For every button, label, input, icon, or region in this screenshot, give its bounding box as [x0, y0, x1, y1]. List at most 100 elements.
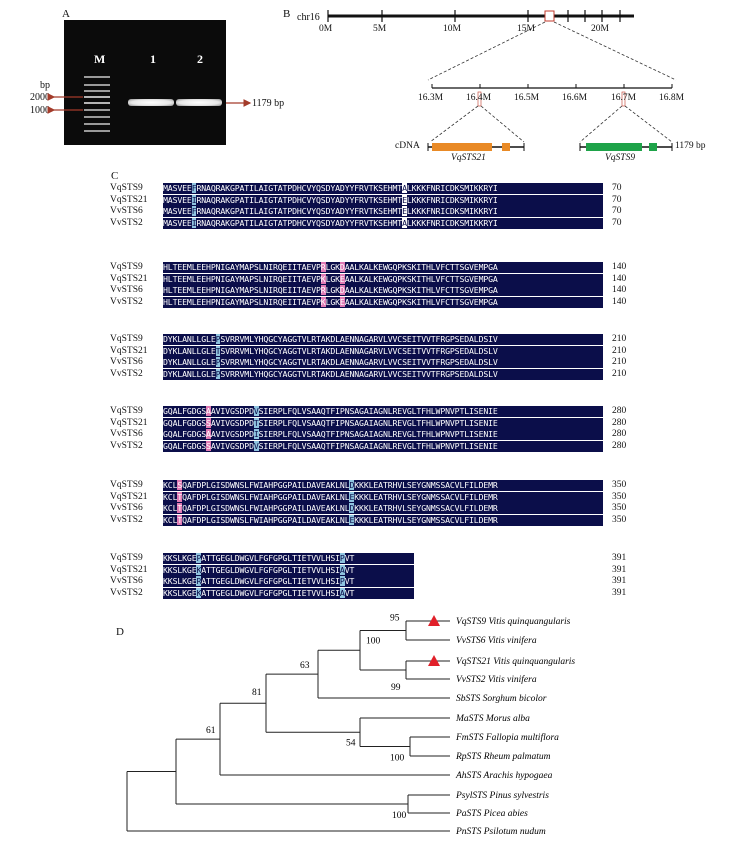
- bootstrap-label: 54: [346, 738, 356, 748]
- alignment-end-position: 391: [612, 564, 627, 575]
- zoom-tick-16-3: 16.3M: [418, 93, 444, 103]
- alignment-end-position: 140: [612, 285, 627, 295]
- ladder-band: [84, 90, 110, 92]
- alignment-seq-row: HLTEEMLEEHPNIGAYMAPSLNIRQEIITAEVPRLGKDAA…: [163, 285, 603, 296]
- chromosome-map: [327, 10, 677, 151]
- alignment-seq-name: VqSTS9: [110, 406, 143, 416]
- cdna-label: cDNA: [395, 141, 420, 151]
- alignment-end-position: 70: [612, 206, 622, 216]
- alignment-seq-name: VqSTS21: [110, 417, 148, 428]
- alignment-seq-name: VvSTS6: [110, 503, 143, 513]
- exon-2-vqsts9: [649, 143, 657, 151]
- ladder-band: [84, 116, 110, 118]
- zoom-region-box: [544, 10, 555, 22]
- alignment-seq-row: MASVEEIRNAQRAKGPATILAIGTATPDHCVYQSDYADYY…: [163, 217, 603, 229]
- alignment-seq-row: DYKLANLLGLEPSVRRVMLYHQGCYAGGTVLRTAKDLAEN…: [163, 368, 603, 380]
- bootstrap-label: 100: [390, 754, 405, 764]
- alignment-end-position: 280: [612, 440, 627, 451]
- alignment-end-position: 70: [612, 194, 622, 205]
- alignment-seq-name: VvSTS6: [110, 285, 143, 295]
- alignment-seq-name: VqSTS21: [110, 345, 148, 356]
- alignment-seq-row: MASVEEFRNAQRAKGPATILAIGTATPDHCVYQSDYADYY…: [163, 183, 603, 194]
- ladder-band: [84, 76, 110, 78]
- tree-leaf-label: AhSTS Arachis hypogaea: [455, 771, 553, 781]
- gel-arrows: [47, 93, 252, 114]
- ladder-band: [84, 96, 110, 98]
- zoom-tick-16-8: 16.8M: [659, 93, 685, 103]
- bootstrap-label: 81: [252, 688, 262, 698]
- alignment-seq-name: VqSTS9: [110, 262, 143, 272]
- tree-leaf-label: PaSTS Picea abies: [455, 809, 528, 819]
- exon-2-vqsts21: [502, 143, 510, 151]
- lane-label-1: 1: [150, 52, 156, 66]
- alignment-seq-name: VqSTS9: [110, 183, 143, 193]
- alignment-seq-name: VqSTS21: [110, 491, 148, 502]
- ladder-band: [84, 84, 110, 86]
- alignment-end-position: 280: [612, 406, 627, 416]
- alignment-end-position: 140: [612, 262, 627, 272]
- panel-label-c: C: [111, 170, 119, 182]
- zoom-tick-16-6: 16.6M: [562, 93, 588, 103]
- alignment-seq-row: GQALFGDGSSAVIVGSDPDTSIERPLFQLVSAAQTFIPNS…: [163, 417, 603, 429]
- panel-label-d: D: [116, 626, 124, 638]
- tree-leaf-label: FmSTS Fallopia multiflora: [455, 732, 559, 743]
- tree-leaf-label: VqSTS9 Vitis quinquangularis: [456, 617, 571, 627]
- alignment-end-position: 350: [612, 514, 627, 525]
- gene-product-size: 1179 bp: [675, 141, 706, 151]
- gene-label-vqsts21: VqSTS21: [451, 153, 486, 163]
- alignment-seq-row: KKSLKGEKATTGEGLDWGVLFGFGPGLTIETVVLHSIAVT: [163, 587, 415, 599]
- alignment-end-position: 280: [612, 429, 627, 439]
- tree-leaf-label: SbSTS Sorghum bicolor: [456, 694, 547, 704]
- agarose-gel-image: M 1 2: [64, 20, 226, 145]
- alignment-seq-row: KCLTQAFDPLGISDWNSLFWIAHPGGPAILDAVEAKLNLE…: [163, 491, 603, 503]
- ladder-band: [84, 123, 110, 125]
- alignment-end-position: 140: [612, 296, 627, 307]
- alignment-end-position: 70: [612, 217, 622, 228]
- chr-tick-10: 10M: [443, 24, 461, 34]
- alignment-end-position: 350: [612, 480, 627, 490]
- alignment-seq-row: DYKLANLLGLEPSVRRVMLYHQGCYAGGTVLRTAKDLAEN…: [163, 357, 603, 368]
- ladder-band: [84, 130, 110, 132]
- lane-label-2: 2: [197, 52, 203, 66]
- alignment-seq-name: VvSTS6: [110, 357, 143, 367]
- tree-leaf-label: VqSTS21 Vitis quinquangularis: [456, 657, 575, 667]
- alignment-seq-row: HLTEEMLEEHPNIGAYMAPSLNIRQEIITAEVPRLGKDAA…: [163, 262, 603, 273]
- chr-tick-20: 20M: [591, 24, 609, 34]
- chr-tick-0: 0M: [319, 24, 333, 34]
- alignment-seq-row: KKSLKGEPATTGEGLDWGVLFGFGPGLTIETVVLHSIPVT: [163, 553, 415, 564]
- alignment-seq-row: KCLTQAFDPLGISDWNSLFWIAHPGGPAILDAVEAKLNLE…: [163, 514, 603, 526]
- alignment-seq-name: VqSTS9: [110, 553, 143, 563]
- alignment-seq-name: VqSTS9: [110, 480, 143, 490]
- alignment-seq-row: HLTEEMLEEHPNIGAYMAPSLNIRQEIITAEVPKLGKEAA…: [163, 296, 603, 308]
- panel-label-a: A: [62, 8, 70, 20]
- alignment-seq-row: DYKLANLLGLEPSVRRVMLYHQGCYAGGTVLRTAKDLAEN…: [163, 334, 603, 345]
- alignment-seq-row: KKSLKGEKATTGEGLDWGVLFGFGPGLTIETVVLHSIAVT: [163, 564, 415, 576]
- alignment-seq-name: VvSTS2: [110, 514, 143, 525]
- alignment-end-position: 280: [612, 417, 627, 428]
- bootstrap-label: 100: [366, 636, 381, 646]
- chr-tick-5: 5M: [373, 24, 387, 34]
- alignment-end-position: 391: [612, 576, 627, 586]
- lane-label-marker: M: [94, 52, 106, 66]
- bootstrap-label: 61: [206, 726, 216, 736]
- bp-unit-label: bp: [40, 80, 50, 91]
- alignment-end-position: 210: [612, 357, 627, 367]
- alignment-seq-row: KCLTQAFDPLGISDWNSLFWIAHPGGPAILDAVEAKLNLD…: [163, 503, 603, 514]
- tree-leaf-label: PnSTS Psilotum nudum: [455, 827, 546, 837]
- zoom-tick-16-4: 16.4M: [466, 93, 492, 103]
- alignment-end-position: 350: [612, 503, 627, 513]
- alignment-seq-name: VvSTS2: [110, 587, 143, 598]
- alignment-end-position: 391: [612, 553, 627, 563]
- exon-1-vqsts9: [586, 143, 642, 151]
- exon-1-vqsts21: [432, 143, 492, 151]
- bootstrap-label: 63: [300, 661, 310, 671]
- alignment-seq-row: MASVEEFRNAQRAKGPATILAIGTATPDHCVYQSDYADYY…: [163, 206, 603, 217]
- alignment-end-position: 210: [612, 334, 627, 344]
- alignment-seq-name: VqSTS9: [110, 334, 143, 344]
- alignment-seq-row: HLTEEMLEEHPNIGAYMAPSLNIRQEIITAEVPKLGKEAA…: [163, 273, 603, 285]
- zoom-tick-16-5: 16.5M: [514, 93, 540, 103]
- gene-label-vqsts9: VqSTS9: [605, 153, 636, 163]
- bootstrap-label: 100: [392, 811, 407, 821]
- alignment-end-position: 210: [612, 345, 627, 356]
